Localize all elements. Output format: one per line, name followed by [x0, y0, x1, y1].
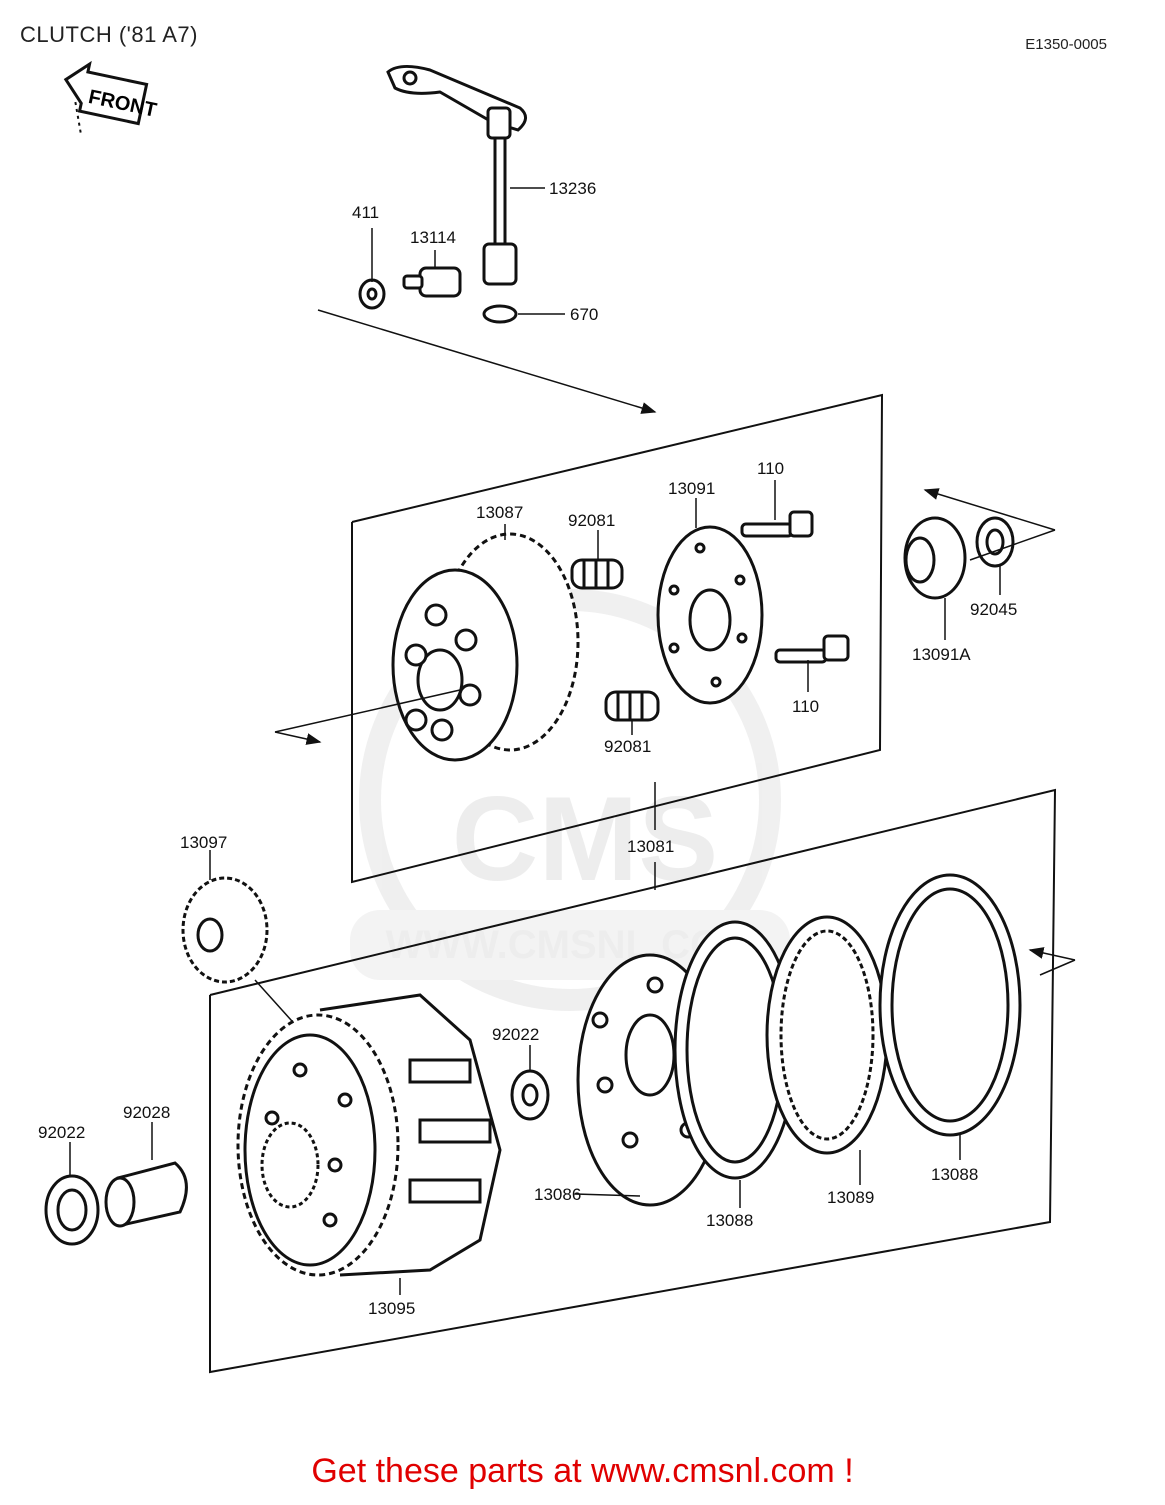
- bolt-110-lower: [774, 634, 850, 664]
- part-label-13087: 13087: [476, 503, 523, 522]
- part-label-92028: 92028: [123, 1103, 170, 1122]
- clutch-spring-92081-upper: [570, 558, 624, 590]
- diagram-code: E1350-0005: [1025, 36, 1107, 53]
- clutch-hub-13087: [391, 532, 580, 762]
- part-label-670: 670: [570, 305, 598, 324]
- friction-plate-13088-front: [673, 920, 797, 1180]
- o-ring-670: [482, 304, 518, 324]
- part-label-411: 411: [352, 203, 379, 222]
- release-lever-shaft: [386, 65, 527, 286]
- cap-13091A: [903, 516, 967, 600]
- part-label-110-upper: 110: [757, 459, 784, 478]
- part-label-13091: 13091: [668, 479, 715, 498]
- part-label-92022-left: 92022: [38, 1123, 85, 1142]
- leader-lines: [69, 187, 1001, 1295]
- part-label-110-lower: 110: [792, 697, 819, 716]
- clutch-spring-92081-lower: [604, 690, 660, 722]
- bolt-110-upper: [740, 510, 814, 538]
- front-direction-badge: FRONT: [63, 60, 158, 135]
- washer-92022-middle: [510, 1069, 550, 1121]
- pushrod-holder-13114: [402, 266, 462, 298]
- part-label-13088-front: 13088: [706, 1211, 753, 1230]
- part-label-13114: 13114: [410, 228, 456, 247]
- pressure-plate-13091: [656, 525, 764, 705]
- part-label-13089: 13089: [827, 1188, 874, 1207]
- part-label-13086: 13086: [534, 1185, 581, 1204]
- bearing-92045: [975, 516, 1015, 568]
- part-label-92081-upper: 92081: [568, 511, 615, 530]
- steel-plate-13089: [765, 915, 889, 1155]
- part-label-13097: 13097: [180, 833, 227, 852]
- friction-plate-13088-rear: [878, 873, 1022, 1137]
- part-label-13088-rear: 13088: [931, 1165, 978, 1184]
- sleeve-92028: [104, 1161, 188, 1228]
- part-label-13236: 13236: [549, 179, 596, 198]
- part-label-92022-middle: 92022: [492, 1025, 539, 1044]
- part-label-13081: 13081: [627, 837, 674, 856]
- part-label-13095: 13095: [368, 1299, 415, 1318]
- washer-92022-left: [44, 1174, 100, 1246]
- washer-411: [358, 278, 386, 310]
- diagram-title: CLUTCH ('81 A7): [20, 22, 198, 47]
- part-label-92045: 92045: [970, 600, 1017, 619]
- part-label-92081-lower: 92081: [604, 737, 651, 756]
- part-label-13091A: 13091A: [912, 645, 971, 664]
- watermark-logo-text: CMS: [452, 772, 719, 906]
- footer-cta-link[interactable]: Get these parts at www.cmsnl.com !: [311, 1452, 854, 1490]
- gear-13097: [181, 876, 269, 984]
- clutch-housing-13095: [236, 993, 502, 1277]
